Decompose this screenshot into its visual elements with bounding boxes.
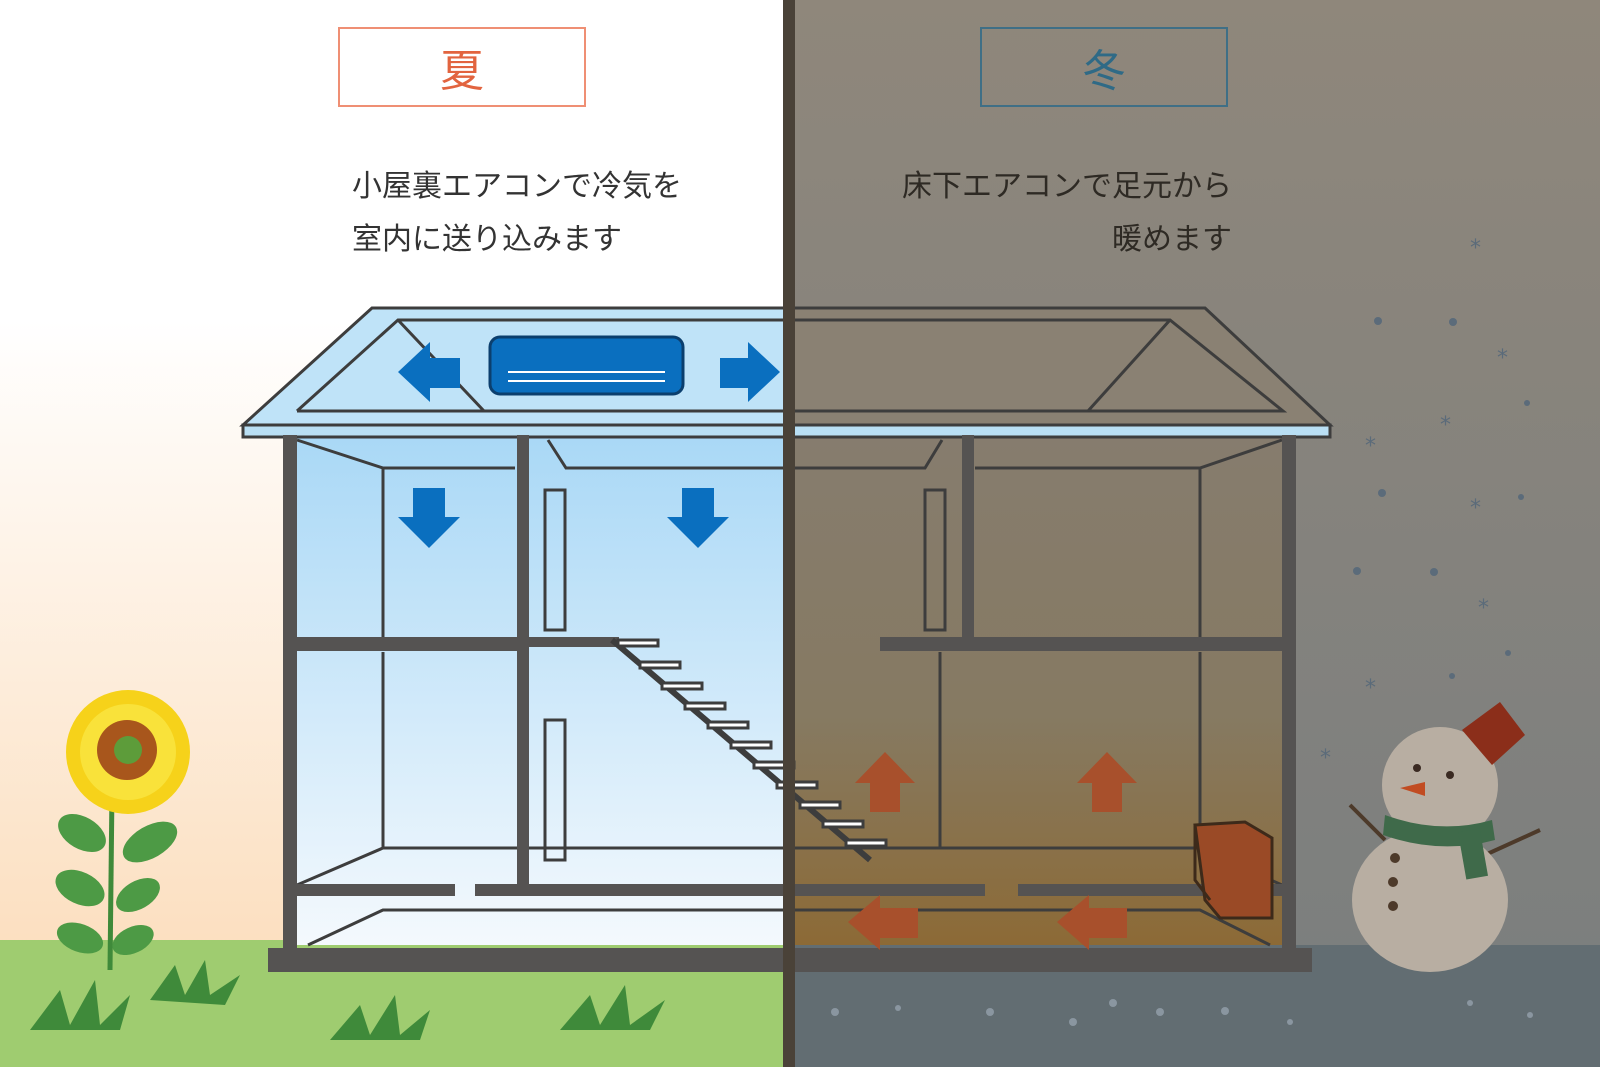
winter-title: 冬 xyxy=(980,27,1228,107)
winter-description: 床下エアコンで足元から 暖めます xyxy=(874,160,1232,266)
season-divider xyxy=(783,0,795,1067)
attic-air-conditioner-icon xyxy=(488,335,685,396)
svg-text:*: * xyxy=(1478,596,1489,621)
winter-description-line: 床下エアコンで足元から xyxy=(902,169,1232,204)
cool-air-arrows-icon xyxy=(398,342,780,548)
svg-text:*: * xyxy=(1440,413,1451,438)
svg-text:*: * xyxy=(1470,496,1481,521)
snowman-icon xyxy=(1348,702,1541,972)
winter-description-line: 暖めます xyxy=(1112,222,1232,257)
snowflakes: * * * * * * * * xyxy=(831,236,1533,1026)
underfloor-air-conditioner-icon xyxy=(1193,820,1274,920)
sunflower-icon xyxy=(55,690,190,971)
staircase xyxy=(610,637,888,863)
grass-tufts xyxy=(30,960,665,1040)
svg-text:*: * xyxy=(1365,676,1376,701)
summer-title: 夏 xyxy=(338,27,586,107)
svg-text:*: * xyxy=(1470,236,1481,261)
svg-text:*: * xyxy=(1497,346,1508,371)
summer-description-line: 小屋裏エアコンで冷気を xyxy=(352,169,682,204)
svg-text:*: * xyxy=(1320,746,1331,771)
warm-air-arrows-icon xyxy=(848,752,1137,950)
svg-text:*: * xyxy=(1365,434,1376,459)
summer-description-line: 室内に送り込みます xyxy=(352,222,622,257)
summer-description: 小屋裏エアコンで冷気を 室内に送り込みます xyxy=(352,160,682,266)
